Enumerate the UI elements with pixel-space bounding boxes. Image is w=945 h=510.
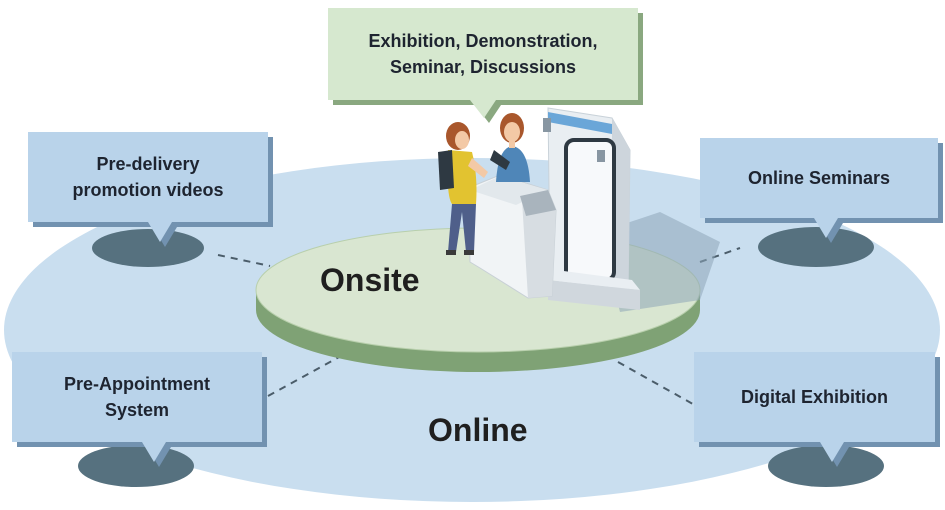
online-seminars-callout: Online Seminars [700, 138, 938, 218]
top-callout-line2: Seminar, Discussions [389, 57, 577, 77]
connector-pre-delivery [217, 254, 271, 267]
counter-illustration [467, 174, 557, 299]
top-callout-line1: Exhibition, Demonstration, [368, 31, 598, 51]
staff-figure [490, 113, 530, 182]
pre-appointment-line2: System [104, 400, 170, 420]
connector-digital-exhibition [617, 361, 701, 409]
top-callout-shape [328, 8, 643, 123]
kiosk-illustration [543, 107, 640, 310]
online-seminars-line1: Online Seminars [747, 168, 891, 188]
top-callout: Exhibition, Demonstration, Seminar, Disc… [328, 8, 638, 100]
onsite-label: Onsite [320, 262, 420, 298]
digital-exhibition-line1: Digital Exhibition [741, 387, 888, 407]
pre-appointment-callout: Pre-Appointment System [12, 352, 262, 442]
digital-exhibition-callout: Digital Exhibition [694, 352, 935, 442]
pre-appointment-callout-shape [12, 352, 267, 487]
online-label: Online [428, 412, 528, 448]
visitor-figure [438, 122, 488, 255]
pre-appointment-line1: Pre-Appointment [64, 374, 210, 394]
pre-delivery-line2: promotion videos [72, 180, 224, 200]
pre-delivery-callout-shape [28, 132, 273, 267]
pre-delivery-line1: Pre-delivery [96, 154, 200, 174]
online-seminars-callout-shape [700, 138, 943, 267]
pre-delivery-callout: Pre-delivery promotion videos [28, 132, 268, 222]
digital-exhibition-callout-shape [694, 352, 940, 487]
